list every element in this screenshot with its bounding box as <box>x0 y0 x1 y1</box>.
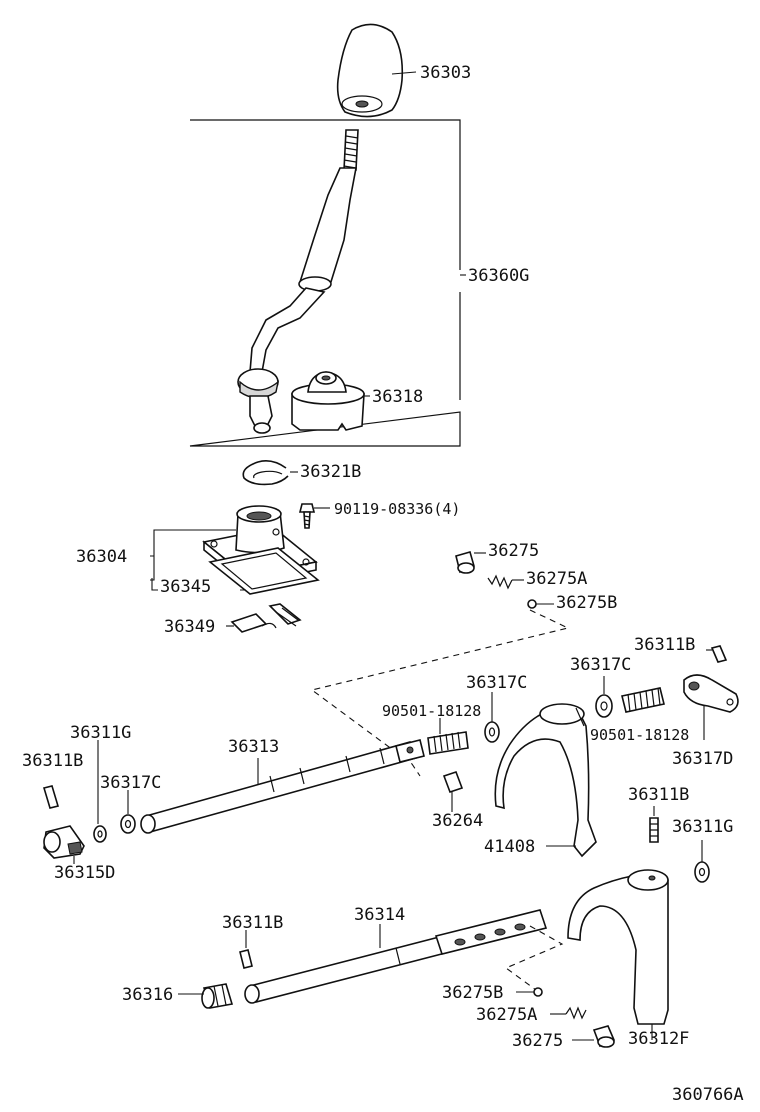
label-interlock-pin: 36264 <box>432 811 483 831</box>
shift-shaft-lower[interactable] <box>244 909 548 1004</box>
label-fork-lower: 36312F <box>628 1029 689 1049</box>
label-plug-top: 36275 <box>488 541 539 561</box>
label-head-right: 36317D <box>672 749 733 769</box>
label-pin-right-g: 36311G <box>672 817 733 837</box>
label-shaft-upper: 36313 <box>228 737 279 757</box>
pin-top-right[interactable] <box>710 645 728 663</box>
shift-head-lower[interactable] <box>201 983 234 1009</box>
label-knob: 36303 <box>420 63 471 83</box>
label-snap-ring: 36321B <box>300 462 361 482</box>
gasket[interactable] <box>208 547 320 595</box>
label-washer-mid-right: 36317C <box>570 655 631 675</box>
label-washer-mid: 36317C <box>466 673 527 693</box>
boot-retainer[interactable] <box>291 371 365 431</box>
label-ball-bottom: 36275B <box>442 983 503 1003</box>
figure-code: 360766A <box>672 1085 744 1105</box>
spring-mid[interactable] <box>427 731 469 755</box>
label-plug-bottom: 36275 <box>512 1031 563 1051</box>
label-pin-left-b: 36311B <box>22 751 83 771</box>
bolt[interactable] <box>298 503 316 529</box>
ball-top[interactable] <box>527 599 537 609</box>
label-pin-left-g: 36311G <box>70 723 131 743</box>
plug-bottom[interactable] <box>592 1025 616 1048</box>
spring-mid-right[interactable] <box>621 687 665 713</box>
label-washer-left: 36317C <box>100 773 161 793</box>
spring-top[interactable] <box>487 574 513 590</box>
label-pin-right-mid: 36311B <box>628 785 689 805</box>
label-boot-retainer: 36318 <box>372 387 423 407</box>
washer-mid-right[interactable] <box>595 694 613 718</box>
washer-left[interactable] <box>120 814 136 834</box>
washer-mid[interactable] <box>484 721 500 743</box>
washer-left-small[interactable] <box>93 825 107 843</box>
label-ball-top: 36275B <box>556 593 617 613</box>
snap-ring[interactable] <box>242 460 289 486</box>
label-spring-mid: 90501-18128 <box>382 702 481 720</box>
label-head-lower: 36316 <box>122 985 173 1005</box>
plug-top[interactable] <box>455 551 475 574</box>
shift-head-left[interactable] <box>43 825 85 859</box>
shift-fork-lower[interactable] <box>567 869 669 1025</box>
leader-knob <box>391 71 417 75</box>
ball-bottom[interactable] <box>533 987 543 997</box>
shift-shaft-upper[interactable] <box>140 739 425 834</box>
shift-knob[interactable] <box>336 23 404 118</box>
label-head-left: 36315D <box>54 863 115 883</box>
label-fork-upper: 41408 <box>484 837 535 857</box>
shift-head-right[interactable] <box>683 674 739 713</box>
label-lever-housing: 36304 <box>76 547 127 567</box>
spring-bottom[interactable] <box>565 1006 587 1020</box>
label-gasket: 36345 <box>160 577 211 597</box>
interlock-pin[interactable] <box>442 770 464 794</box>
label-retainer-pin: 36349 <box>164 617 215 637</box>
label-shaft-lower: 36314 <box>354 905 405 925</box>
pin-lower[interactable] <box>239 949 253 969</box>
label-pin-top-right: 36311B <box>634 635 695 655</box>
label-spring-bottom: 36275A <box>476 1005 537 1025</box>
retainer-pin[interactable] <box>230 603 302 633</box>
label-spring-top: 36275A <box>526 569 587 589</box>
label-pin-lower: 36311B <box>222 913 283 933</box>
label-lever-assembly: 36360G <box>468 266 529 286</box>
shift-lever[interactable] <box>237 129 359 434</box>
label-spring-mid-right: 90501-18128 <box>590 726 689 744</box>
shift-fork-upper[interactable] <box>494 703 597 858</box>
washer-right[interactable] <box>694 861 710 883</box>
pin-left-b[interactable] <box>42 785 60 809</box>
label-bolt: 90119-08336(4) <box>334 500 460 518</box>
